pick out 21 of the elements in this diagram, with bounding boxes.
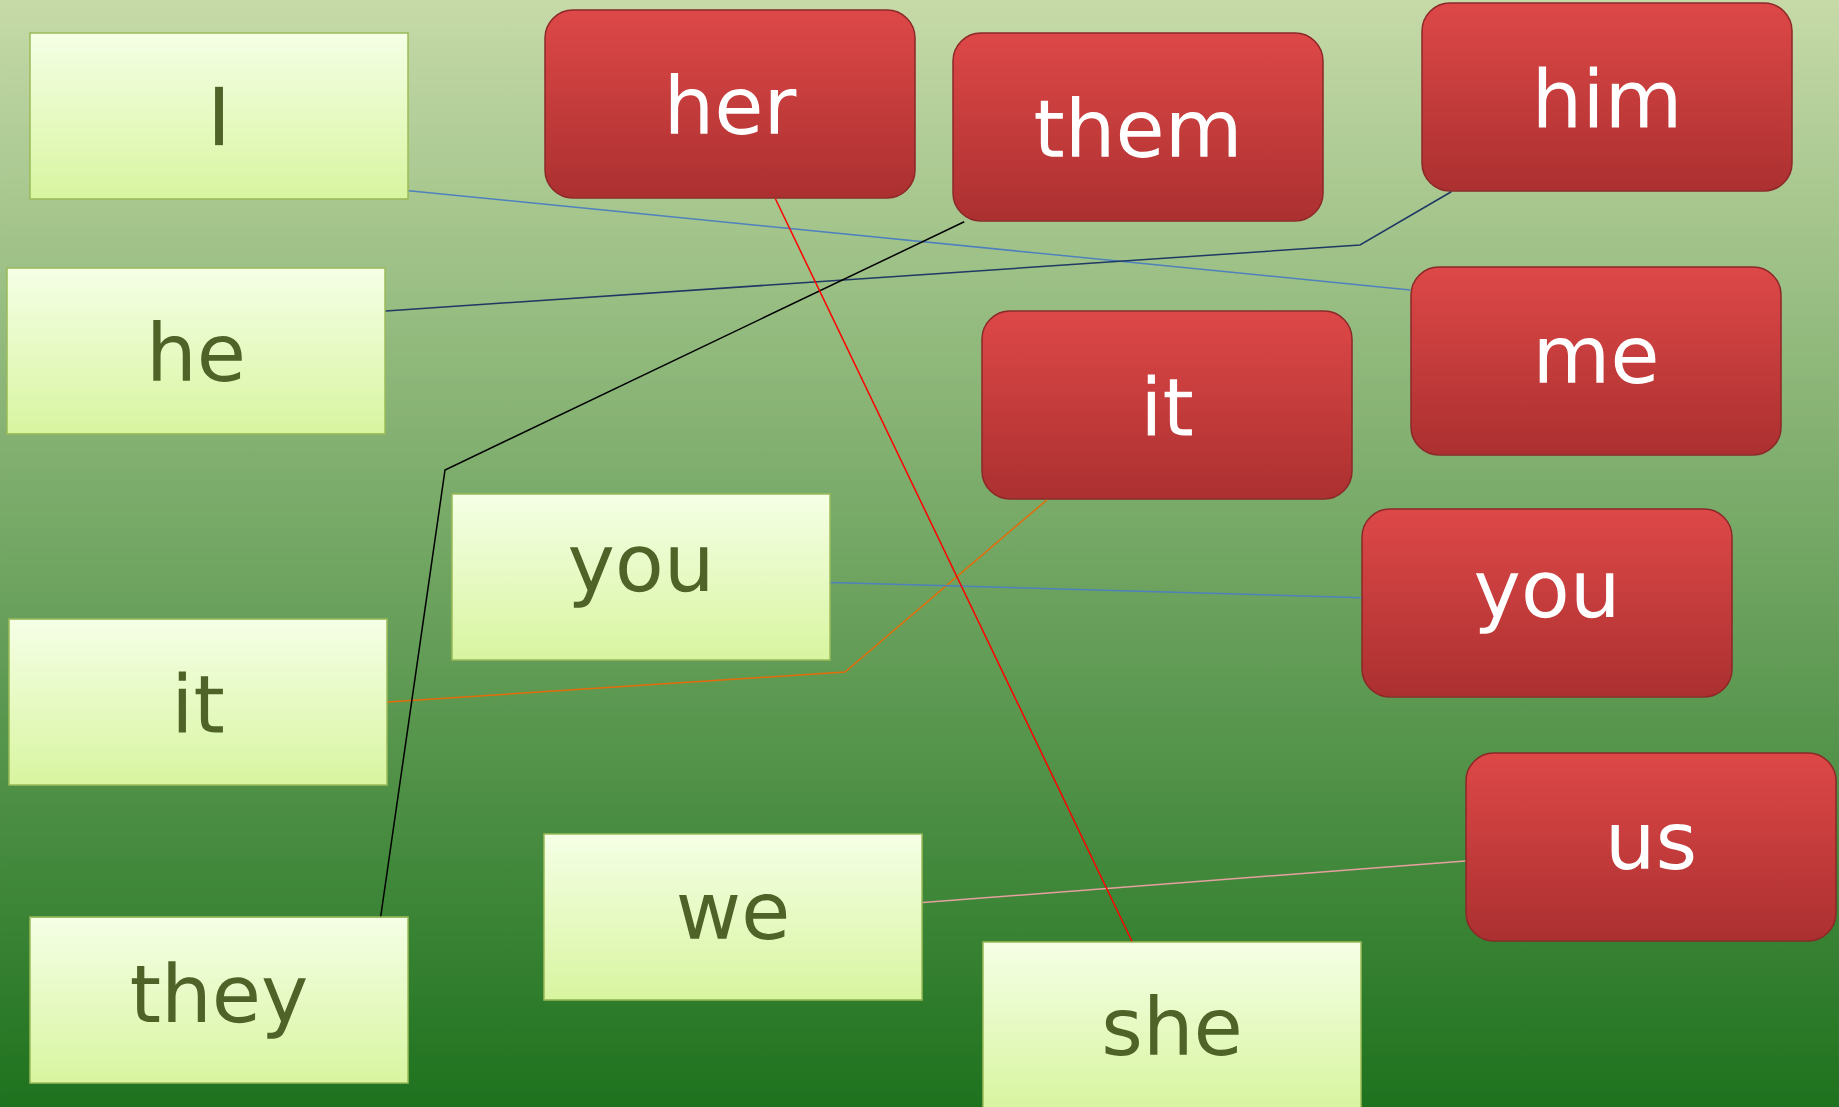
word-box: it: [8, 618, 388, 786]
matching-line: [922, 860, 1466, 904]
word-box: us: [1465, 752, 1837, 942]
word-box: them: [952, 32, 1324, 222]
matching-line: [380, 221, 965, 917]
word-box: we: [543, 833, 923, 1001]
word-box: him: [1421, 2, 1793, 192]
word-box: it: [981, 310, 1353, 500]
matching-line: [387, 499, 1048, 703]
word-box: they: [29, 916, 409, 1084]
matching-line: [385, 191, 1452, 312]
word-box: me: [1410, 266, 1782, 456]
word-box: he: [6, 267, 386, 435]
word-box: she: [982, 941, 1362, 1107]
matching-line: [830, 581, 1362, 599]
matching-line: [774, 198, 1133, 942]
matching-line: [408, 190, 1411, 291]
word-box: you: [1361, 508, 1733, 698]
word-box: you: [451, 493, 831, 661]
word-box: her: [544, 9, 916, 199]
word-box: I: [29, 32, 409, 200]
